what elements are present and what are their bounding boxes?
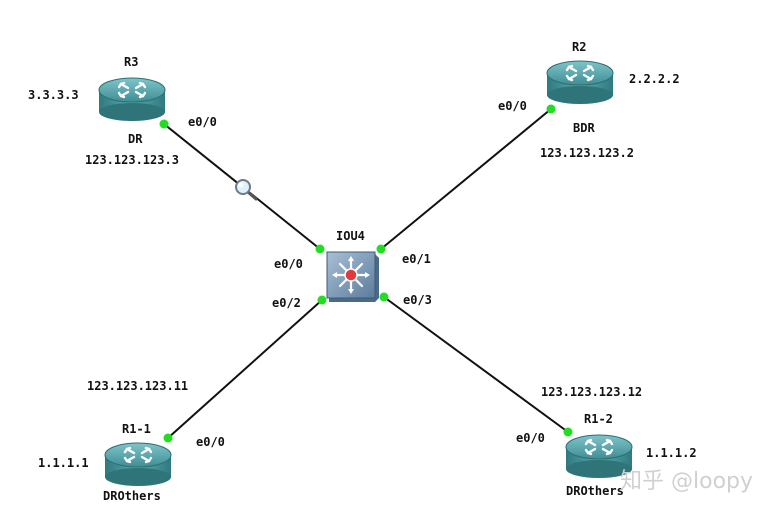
- link-up-dot: [315, 244, 325, 254]
- loopback-r1-1: 1.1.1.1: [38, 456, 89, 470]
- switch-name: IOU4: [336, 229, 365, 243]
- link-up-dot: [317, 295, 327, 305]
- router-icon[interactable]: [97, 76, 167, 122]
- magnifier-icon[interactable]: [235, 179, 258, 201]
- watermark: 知乎 @loopy: [620, 469, 753, 494]
- link-up-dot: [376, 244, 386, 254]
- switch-port-e0-3: e0/3: [403, 293, 432, 307]
- loopback-r1-2: 1.1.1.2: [646, 446, 697, 460]
- link-up-dot: [563, 427, 573, 437]
- link-up-dot: [546, 104, 556, 114]
- link-up-dot: [163, 433, 173, 443]
- ip-r1-2: 123.123.123.12: [541, 385, 642, 399]
- ip-r1-1: 123.123.123.11: [87, 379, 188, 393]
- interface-label-r1-2: e0/0: [516, 431, 545, 445]
- link-up-dot: [379, 292, 389, 302]
- router-name-r2: R2: [572, 40, 586, 54]
- loopback-r3: 3.3.3.3: [28, 88, 79, 102]
- router-icon[interactable]: [545, 59, 615, 105]
- role-r1-1: DROthers: [103, 489, 161, 503]
- loopback-r2: 2.2.2.2: [629, 72, 680, 86]
- router-icon[interactable]: [103, 441, 173, 487]
- link-r1-1-switch[interactable]: [167, 299, 323, 439]
- role-r1-2: DROthers: [566, 484, 624, 498]
- switch-port-e0-0: e0/0: [274, 257, 303, 271]
- link-up-dot: [159, 119, 169, 129]
- interface-label-r2: e0/0: [498, 99, 527, 113]
- link-r2-switch[interactable]: [380, 108, 552, 250]
- role-r2: BDR: [573, 121, 595, 135]
- switch-port-e0-1: e0/1: [402, 252, 431, 266]
- router-name-r3: R3: [124, 55, 138, 69]
- router-name-r1-2: R1-2: [584, 412, 613, 426]
- router-name-r1-1: R1-1: [122, 422, 151, 436]
- switch-icon[interactable]: [326, 251, 379, 302]
- switch-port-e0-2: e0/2: [272, 296, 301, 310]
- link-status-dots: [159, 104, 573, 443]
- interface-label-r3: e0/0: [188, 115, 217, 129]
- interface-label-r1-1: e0/0: [196, 435, 225, 449]
- ip-r2: 123.123.123.2: [540, 146, 634, 160]
- link-r1-2-switch[interactable]: [383, 296, 569, 433]
- ip-r3: 123.123.123.3: [85, 153, 179, 167]
- role-r3: DR: [128, 132, 143, 146]
